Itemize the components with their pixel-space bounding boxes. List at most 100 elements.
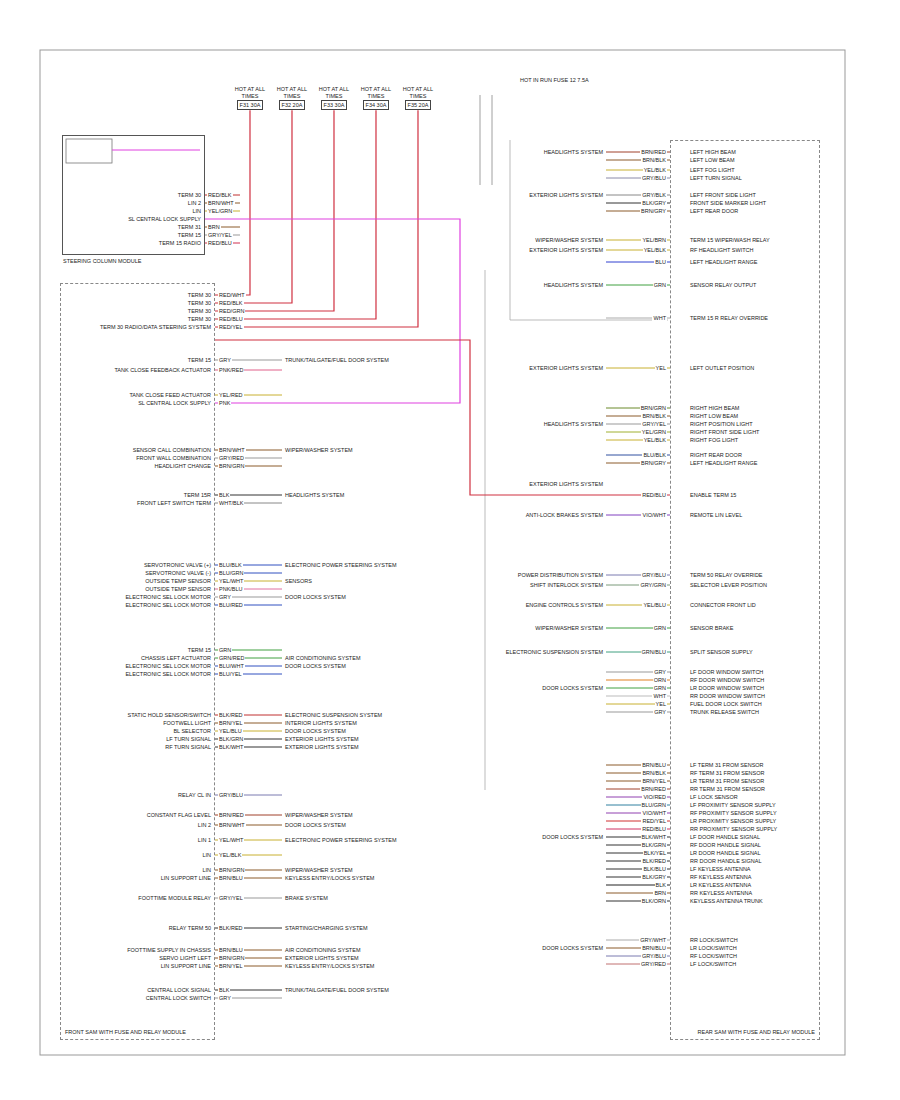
wire-color: YEL/WHT xyxy=(218,578,244,584)
wire-connector xyxy=(215,340,670,495)
wire-color: BRN/RED xyxy=(640,149,667,155)
pin-name: SPLIT SENSOR SUPPLY xyxy=(690,649,753,655)
pin-name: RF DOOR HANDLE SIGNAL xyxy=(690,842,761,848)
wire-color: BRN/GRN xyxy=(218,463,245,469)
wire-color: BRN/GRY xyxy=(640,208,667,214)
fuse-rating: F35 20A xyxy=(408,102,429,108)
wire-color: BLK/WHT xyxy=(641,834,667,840)
pin-name: LEFT FRONT SIDE LIGHT xyxy=(690,192,756,198)
wire-color: BLK/GRY xyxy=(641,874,667,880)
pin-name: RF LOCK/SWITCH xyxy=(690,953,737,959)
system-name: TRUNK/TAILGATE/FUEL DOOR SYSTEM xyxy=(285,357,389,363)
wire-color: GRY/BLK xyxy=(641,192,667,198)
pin-name: LF LOCK SENSOR xyxy=(690,794,738,800)
pin-name: CONNECTOR FRONT LID xyxy=(690,602,756,608)
wire-color: BRN/GRN xyxy=(218,955,245,961)
pin-name: LF TURN SIGNAL xyxy=(166,736,211,742)
wire-color: BLK xyxy=(218,987,230,993)
fuse-heading: HOT AT ALL TIMES xyxy=(231,86,269,99)
wire-color: GRY/BLU xyxy=(218,792,244,798)
system-name: WIPER/WASHER SYSTEM xyxy=(535,237,603,243)
system-name: ENGINE CONTROLS SYSTEM xyxy=(526,602,603,608)
system-name: BRAKE SYSTEM xyxy=(285,895,328,901)
wire-color: RED/YEL xyxy=(641,818,667,824)
wire-color: GRY/BLU xyxy=(641,953,667,959)
pin-name: LR DOOR WINDOW SWITCH xyxy=(690,685,764,691)
wire-color: RED/BLU xyxy=(641,826,667,832)
wire-color: GRN xyxy=(653,625,667,631)
wire-color: GRY/YEL xyxy=(218,895,244,901)
system-name: KEYLESS ENTRY/LOCKS SYSTEM xyxy=(285,963,374,969)
wire-color: BLU/YEL xyxy=(218,671,243,677)
wire-connector xyxy=(215,110,292,303)
wire-color: BLK/WHT xyxy=(218,744,244,750)
wire-color: WHT/BLK xyxy=(218,500,244,506)
resistor-box xyxy=(66,139,112,163)
pin-name: CHASSIS LEFT ACTUATOR xyxy=(141,655,211,661)
system-name: POWER DISTRIBUTION SYSTEM xyxy=(518,572,603,578)
pin-name: FOOTWELL LIGHT xyxy=(163,720,211,726)
pin-name: LR KEYLESS ANTENNA xyxy=(690,882,751,888)
wire-color: YEL/BLU xyxy=(642,602,667,608)
wire-color: GRN xyxy=(218,647,232,653)
module-line xyxy=(485,270,486,790)
wire-color: BRN/BLU xyxy=(641,945,667,951)
pin-name: RF KEYLESS ANTENNA xyxy=(690,874,751,880)
pin-name: SL CENTRAL LOCK SUPPLY xyxy=(138,400,211,406)
wire-color: GRY xyxy=(653,709,667,715)
pin-name: LR LOCK/SWITCH xyxy=(690,945,737,951)
pin-name: RIGHT REAR DOOR xyxy=(690,452,742,458)
pin-name: LIN xyxy=(202,867,211,873)
wire-color: BLU/GRN xyxy=(218,570,244,576)
wire-color: YEL xyxy=(655,701,667,707)
fuse-heading: HOT AT ALL TIMES xyxy=(399,86,437,99)
fuse-heading: HOT AT ALL TIMES xyxy=(273,86,311,99)
pin-name: LEFT HEADLIGHT RANGE xyxy=(690,259,757,265)
pin-name: RF DOOR WINDOW SWITCH xyxy=(690,677,764,683)
pin-name: LEFT LOW BEAM xyxy=(690,157,735,163)
pin-name: LF DOOR HANDLE SIGNAL xyxy=(690,834,760,840)
wire-connector xyxy=(215,110,376,319)
pin-name: SELECTOR LEVER POSITION xyxy=(690,582,767,588)
pin-name: TERM 15 xyxy=(188,357,211,363)
pin-name: FRONT WALL COMBINATION xyxy=(136,455,211,461)
wire-color: GRY/YEL xyxy=(641,421,667,427)
wire-color: YEL/WHT xyxy=(218,837,244,843)
pin-name: RR PROXIMITY SENSOR SUPPLY xyxy=(690,826,777,832)
pin-name: LEFT TURN SIGNAL xyxy=(690,175,742,181)
wire-color: GRY/GRN xyxy=(639,582,667,588)
pin-name: FOOTTIME SUPPLY IN CHASSIS xyxy=(127,947,211,953)
system-name: DOOR LOCKS SYSTEM xyxy=(285,822,346,828)
pin-name: TERM 30 xyxy=(188,308,211,314)
wire-color: BRN/WHT xyxy=(218,822,246,828)
wire-color: PNK xyxy=(218,400,231,406)
wire-color: BLK/YEL xyxy=(643,850,667,856)
pin-name: ENABLE TERM 15 xyxy=(690,492,736,498)
system-name: HEADLIGHTS SYSTEM xyxy=(544,149,603,155)
wire-color: YEL/GRN xyxy=(207,208,233,214)
system-name: ANTI-LOCK BRAKES SYSTEM xyxy=(526,512,603,518)
pin-name: HEADLIGHT CHANGE xyxy=(155,463,211,469)
pin-name: FOOTTIME MODULE RELAY xyxy=(138,895,211,901)
frame xyxy=(40,50,845,1055)
pin-name: RR DOOR HANDLE SIGNAL xyxy=(690,858,762,864)
system-name: EXTERIOR LIGHTS SYSTEM xyxy=(529,365,603,371)
pin-name: LIN SUPPORT LINE xyxy=(161,875,211,881)
module-title: STEERING COLUMN MODULE xyxy=(63,258,142,264)
pin-name: SERVOTRONIC VALVE (-) xyxy=(145,570,211,576)
wire-color: WHT xyxy=(652,693,667,699)
pin-name: SL CENTRAL LOCK SUPPLY xyxy=(128,216,201,222)
pin-name: RIGHT FRONT SIDE LIGHT xyxy=(690,429,759,435)
fuse-box: HOT AT ALL TIMESF34 30A xyxy=(363,100,390,110)
pin-name: LF LOCK/SWITCH xyxy=(690,961,736,967)
fuse-heading: HOT AT ALL TIMES xyxy=(357,86,395,99)
pin-name: LIN 2 xyxy=(198,822,211,828)
wire-color: GRY/RED xyxy=(640,961,667,967)
wire-color: YEL/RED xyxy=(218,392,244,398)
pin-name: LF TERM 31 FROM SENSOR xyxy=(690,762,764,768)
system-name: EXTERIOR LIGHTS SYSTEM xyxy=(529,192,603,198)
wire-color: BRN/YEL xyxy=(218,720,244,726)
wire-color: BRN/WHT xyxy=(207,200,235,206)
system-name: SHIFT INTERLOCK SYSTEM xyxy=(530,582,603,588)
pin-name: ELECTRONIC SEL LOCK MOTOR xyxy=(125,602,211,608)
